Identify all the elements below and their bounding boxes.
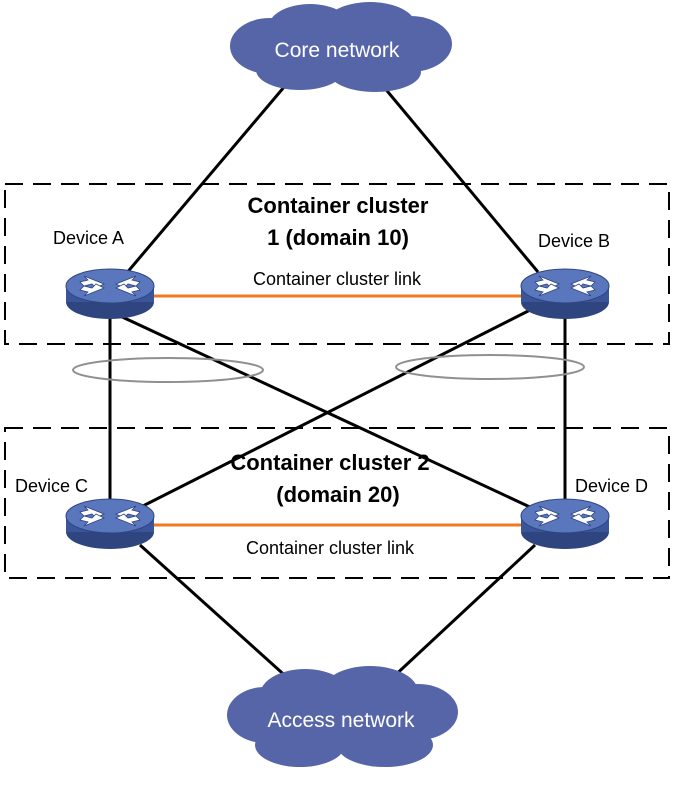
link-core-device-a [123,79,292,276]
aggregation-ring-right [395,354,585,380]
link-device-b-device-c [134,303,541,512]
cluster-1-title-line2: 1 (domain 10) [267,225,409,250]
device-c-label: Device C [15,476,88,496]
cluster-1-title-line1: Container cluster [248,193,429,218]
cluster-2-title-line1: Container cluster 2 [230,450,429,475]
cluster-1-boundary [4,183,670,345]
cluster-2-link-label: Container cluster link [246,538,415,558]
access-network-label: Access network [267,709,415,732]
core-network-cloud-icon [230,2,452,92]
device-d-router-icon [520,498,610,550]
link-device-d-access [388,543,537,682]
core-network-label: Core network [275,39,400,62]
link-device-a-device-d [117,313,533,510]
cluster-2-boundary [4,427,670,579]
device-c-router-icon [65,498,155,550]
device-d-label: Device D [575,476,648,496]
cluster-1-link-label: Container cluster link [253,269,422,289]
device-a-router-icon [65,268,155,320]
device-b-label: Device B [538,231,610,251]
access-network-cloud-icon [227,666,458,767]
link-device-c-access [138,543,292,682]
device-a-label: Device A [53,228,124,248]
cluster-2-title-line2: (domain 20) [276,482,399,507]
aggregation-ring-left [72,357,264,383]
device-b-router-icon [520,268,610,320]
link-core-device-b [376,79,540,273]
